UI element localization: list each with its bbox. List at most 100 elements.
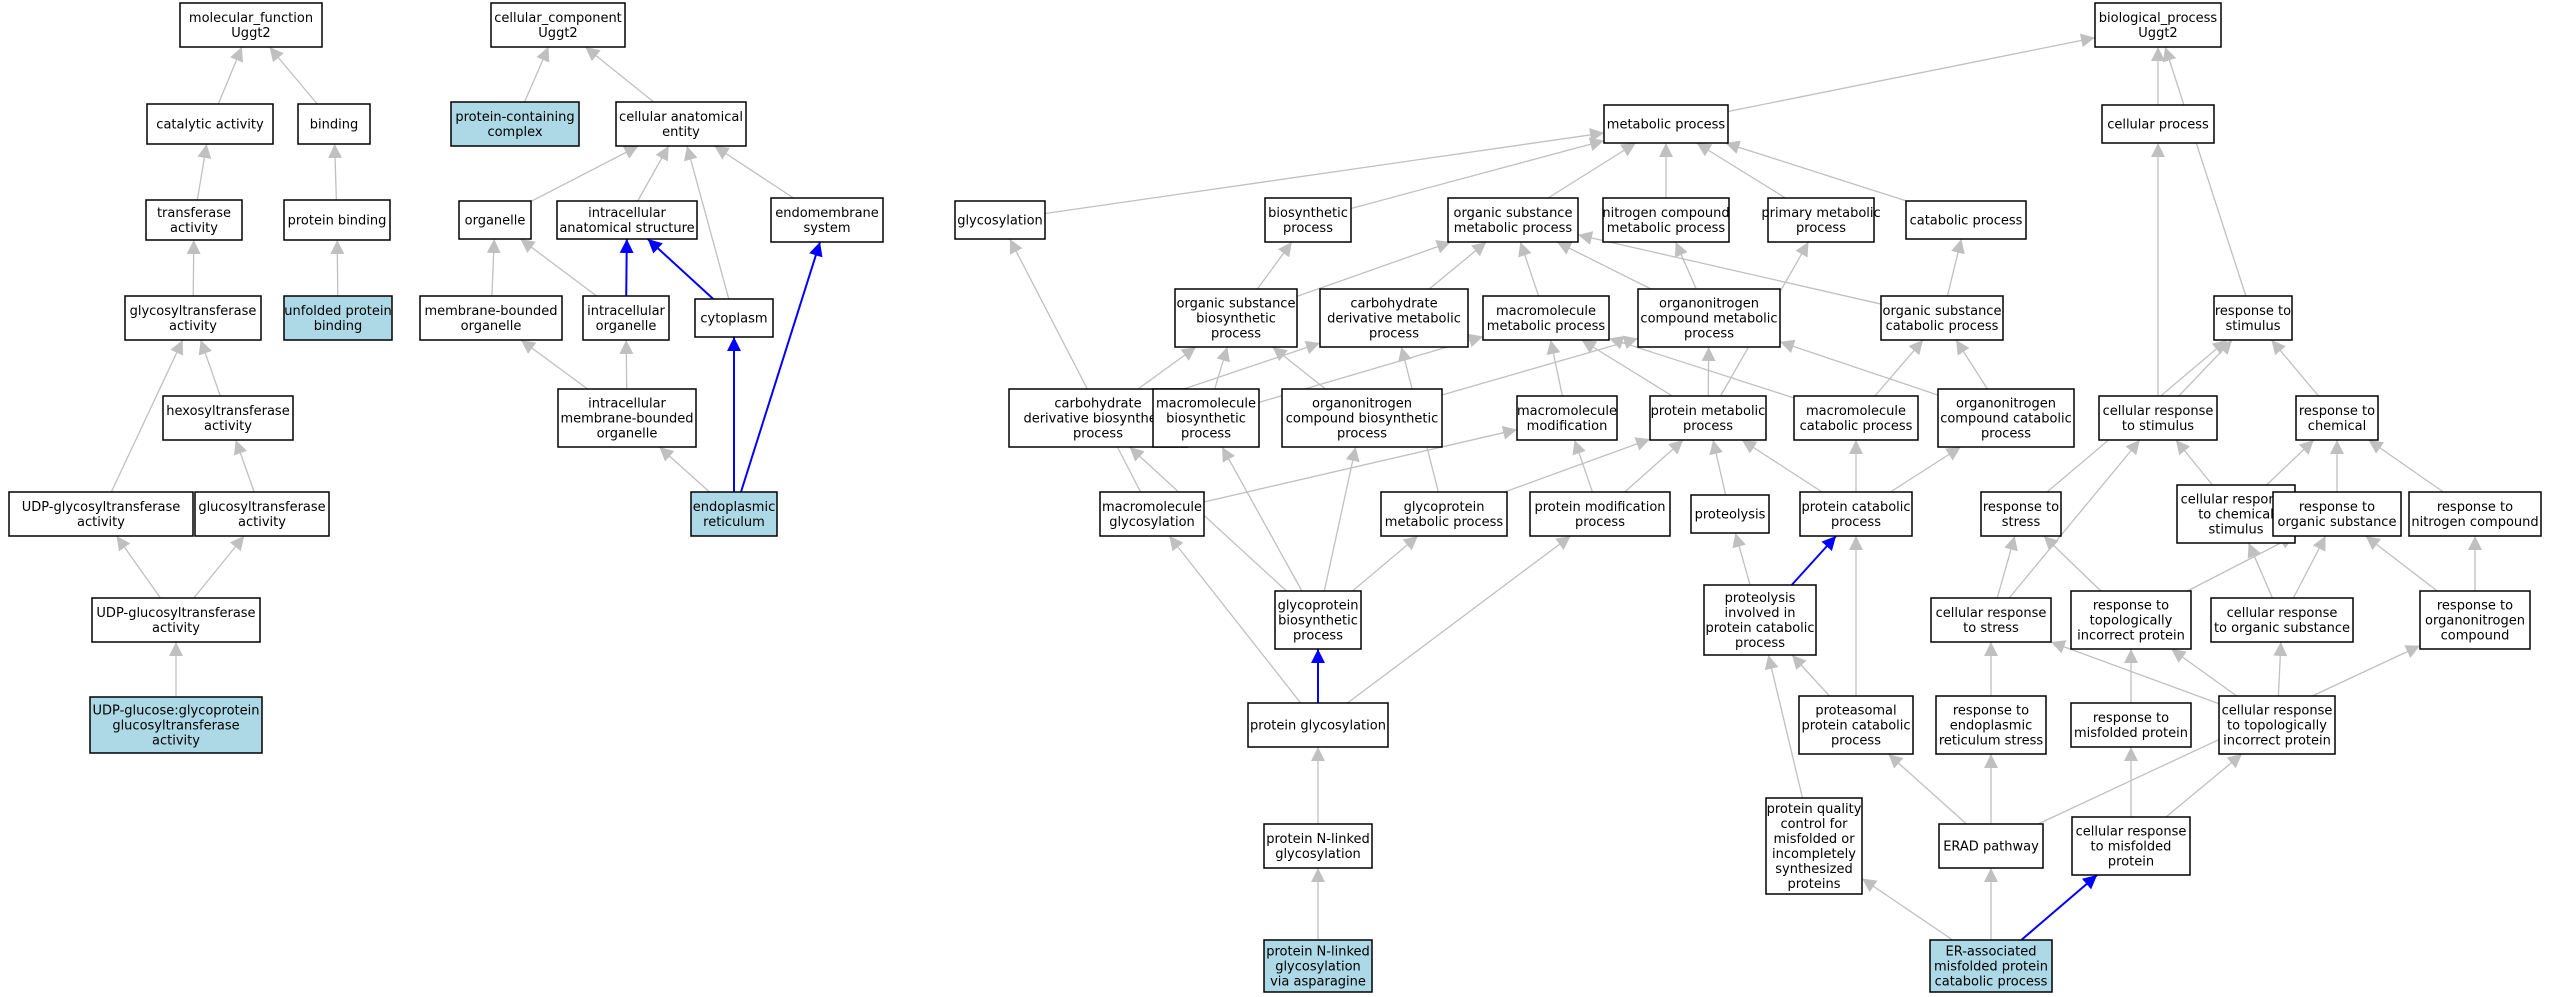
term-label: cellular response	[2103, 404, 2214, 419]
term-node-cytoplasm[interactable]: cytoplasm	[694, 298, 774, 338]
term-label: glycosylation	[957, 214, 1043, 229]
term-node-metabolic[interactable]: metabolic process	[1603, 104, 1729, 144]
term-label: biosynthetic	[1268, 206, 1348, 221]
term-label: incorrect protein	[2077, 629, 2185, 644]
edge-carbbio-to-carbmet	[1183, 340, 1321, 390]
term-box	[1938, 823, 2044, 869]
term-node-udpglucose[interactable]: UDP-glucose:glycoproteinglucosyltransfer…	[89, 696, 263, 754]
term-label: UDP-glucosyltransferase	[96, 606, 255, 621]
term-label: macromolecule	[1496, 304, 1596, 319]
term-label: ER-associated	[1946, 945, 2037, 960]
term-node-catabolic[interactable]: catabolic process	[1905, 200, 2027, 240]
term-label: endoplasmic	[1950, 719, 2032, 734]
term-label: to organic substance	[2214, 621, 2350, 636]
term-label: biosynthetic	[1278, 614, 1358, 629]
term-node-erad[interactable]: ERAD pathway	[1938, 823, 2044, 869]
term-node-binding[interactable]: binding	[297, 103, 371, 145]
term-node-organelle[interactable]: organelle	[458, 200, 532, 240]
term-node-protbinding[interactable]: protein binding	[283, 199, 391, 241]
term-node-catalytic[interactable]: catalytic activity	[146, 103, 274, 145]
term-node-protglyc[interactable]: protein glycosylation	[1247, 702, 1389, 748]
term-node-cellproc[interactable]: cellular process	[2101, 104, 2215, 144]
term-label: stimulus	[2225, 319, 2280, 334]
term-box	[1447, 197, 1579, 243]
term-label: UDP-glucose:glycoprotein	[93, 704, 260, 719]
edge-biosynth-to-metabolic	[1350, 137, 1605, 210]
term-node-glycosylation[interactable]: glycosylation	[954, 200, 1046, 240]
term-label: derivative biosynthetic	[1023, 412, 1172, 427]
term-node-proteolysis[interactable]: proteolysis	[1690, 494, 1770, 534]
term-label: process	[1831, 734, 1881, 749]
term-box	[1929, 939, 2053, 993]
term-label: response to	[2299, 500, 2375, 515]
term-label: organic substance	[1454, 206, 1573, 221]
term-label: topologically	[2090, 614, 2173, 629]
term-box	[490, 2, 626, 48]
term-label: catabolic process	[1800, 419, 1913, 434]
term-label: glucosyltransferase	[198, 500, 325, 515]
edge-orgnitcat-to-orgnitmet	[1779, 339, 1939, 396]
term-label: catabolic process	[1886, 319, 1999, 334]
edge-protglyc-to-protmod	[1347, 535, 1571, 704]
term-label: to stress	[1963, 621, 2019, 636]
